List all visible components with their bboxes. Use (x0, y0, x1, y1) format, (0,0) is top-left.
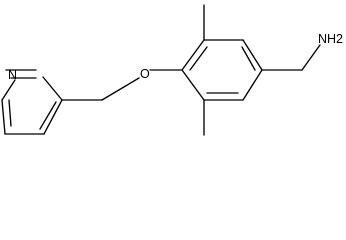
bond (181, 69, 205, 101)
ether-oxygen-label: O (140, 67, 150, 81)
bond (39, 101, 57, 130)
bond (241, 46, 256, 71)
bond (8, 99, 12, 127)
bond (43, 99, 63, 135)
bond (1, 99, 6, 135)
ether-linker (61, 69, 183, 101)
bond (1, 79, 16, 101)
benzene-ring (181, 39, 263, 101)
bond (42, 76, 63, 101)
amine-label: NH2 (318, 32, 343, 46)
pyridine-ring (1, 69, 63, 135)
bond (301, 44, 321, 71)
chemical-structure-diagram: N O NH2 (1, 4, 343, 136)
pyridine-nitrogen-label: N (8, 68, 17, 82)
bond (101, 77, 140, 101)
aminomethyl-group (261, 44, 321, 71)
bond (181, 39, 205, 71)
bond (242, 39, 263, 71)
bond (189, 46, 208, 71)
bond (242, 69, 263, 101)
